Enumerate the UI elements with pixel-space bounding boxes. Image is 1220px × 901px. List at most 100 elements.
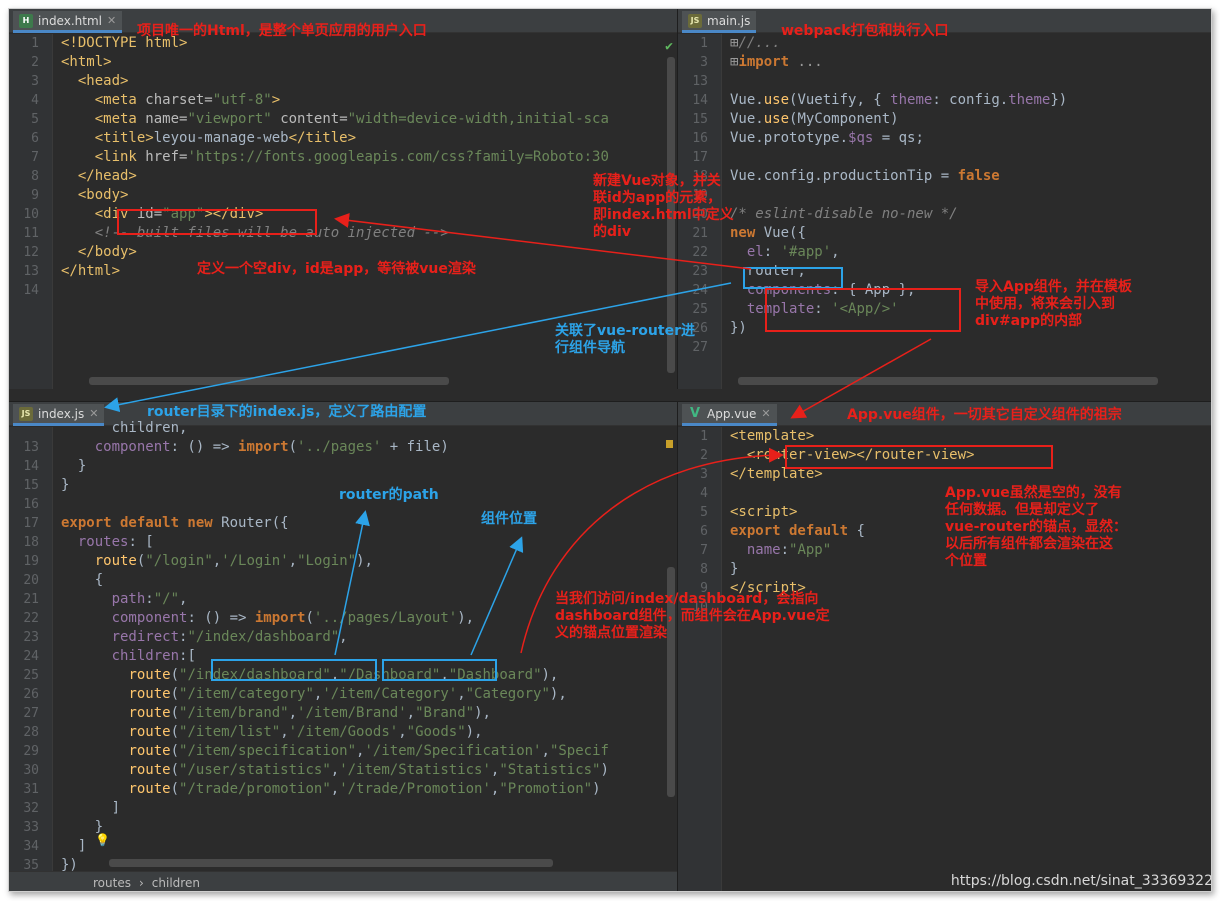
code-line[interactable]: /* eslint-disable no-new */ <box>730 206 958 222</box>
line-number: 6 <box>700 524 708 539</box>
code-line[interactable]: ⊞//... <box>730 35 781 51</box>
line-number: 10 <box>23 207 39 222</box>
code-line[interactable]: <!DOCTYPE html> <box>61 35 188 51</box>
code-line[interactable]: new Vue({ <box>730 225 806 241</box>
code-line[interactable]: el: '#app', <box>746 244 840 260</box>
tab-index-html[interactable]: H index.html ✕ <box>13 11 123 33</box>
code-line[interactable]: </body> <box>77 244 137 260</box>
code-line[interactable]: <link href='https://fonts.googleapis.com… <box>94 149 609 165</box>
code-line[interactable]: { <box>61 572 104 588</box>
code-line[interactable]: <body> <box>77 187 129 203</box>
line-number: 6 <box>31 131 39 146</box>
line-number: 1 <box>700 429 708 444</box>
line-number: 19 <box>692 188 708 203</box>
code-line[interactable]: Vue.config.productionTip = false <box>730 168 1000 184</box>
lightbulb-icon[interactable]: 💡 <box>95 833 110 847</box>
code-line[interactable]: </head> <box>77 168 137 184</box>
code-line[interactable]: } <box>61 477 70 493</box>
breadcrumb-item-children[interactable]: children <box>151 875 200 890</box>
line-number: 9 <box>31 188 39 203</box>
line-number: 25 <box>692 302 708 317</box>
line-number: 35 <box>23 858 39 873</box>
close-icon[interactable]: ✕ <box>106 14 117 27</box>
code-line[interactable]: <meta name="viewport" content="width=dev… <box>94 111 609 127</box>
tab-bar: JS main.js <box>678 9 1211 33</box>
code-line[interactable]: name:"App" <box>746 542 832 558</box>
code-area[interactable]: children, component: () => import('../pa… <box>61 420 677 873</box>
code-line[interactable]: ] <box>61 800 121 816</box>
annotation-router-nav: 关联了vue-router进 行组件导航 <box>555 323 695 356</box>
line-number: 29 <box>23 744 39 759</box>
code-line[interactable]: <meta charset="utf-8"> <box>94 92 281 108</box>
code-line[interactable]: path:"/", <box>111 591 188 607</box>
annotation-router-index: router目录下的index.js，定义了路由配置 <box>147 404 427 420</box>
code-line[interactable]: route("/item/specification",'/item/Speci… <box>128 743 609 759</box>
code-line[interactable]: }) <box>61 857 78 873</box>
line-number: 3 <box>700 55 708 70</box>
annotation-html-entry: 项目唯一的Html，是整个单页应用的用户入口 <box>137 23 427 39</box>
code-line[interactable]: <html> <box>61 54 112 70</box>
code-line[interactable]: ⊞import ... <box>730 54 823 70</box>
annotation-import-app: 导入App组件，并在模板 中使用，将来会引入到 div#app的内部 <box>975 279 1132 329</box>
line-number: 4 <box>700 486 708 501</box>
close-icon[interactable]: ✕ <box>761 407 771 420</box>
line-number: 7 <box>31 150 39 165</box>
annotation-component-position: 组件位置 <box>481 511 537 527</box>
highlight-component <box>382 659 497 681</box>
code-line[interactable]: }) <box>730 320 747 336</box>
code-line[interactable]: <script> <box>730 504 798 520</box>
line-number: 25 <box>23 668 39 683</box>
line-number: 3 <box>700 467 708 482</box>
code-line[interactable]: <title>leyou-manage-web</title> <box>94 130 357 146</box>
code-line[interactable]: redirect:"/index/dashboard", <box>111 629 348 645</box>
code-line[interactable]: </html> <box>61 263 121 279</box>
code-line[interactable]: template: '<App/>' <box>746 301 899 317</box>
line-number: 20 <box>692 207 708 222</box>
code-line[interactable]: components: { App }, <box>746 282 916 298</box>
code-line[interactable]: <head> <box>77 73 129 89</box>
html-file-icon: H <box>19 13 33 28</box>
code-line[interactable]: } <box>730 561 739 577</box>
horizontal-scrollbar[interactable] <box>738 377 1158 385</box>
line-number: 15 <box>692 112 708 127</box>
breadcrumb-item-routes[interactable]: routes <box>93 875 131 890</box>
code-line[interactable]: route("/login",'/Login',"Login"), <box>94 553 373 569</box>
code-line[interactable]: export default new Router({ <box>61 515 289 531</box>
code-line[interactable]: route("/trade/promotion",'/trade/Promoti… <box>128 781 601 797</box>
code-line[interactable]: } <box>61 819 104 835</box>
code-line[interactable]: children:[ <box>111 648 196 664</box>
vertical-scrollbar[interactable] <box>667 57 675 373</box>
breadcrumb: routes › children <box>9 871 677 891</box>
code-line[interactable]: route("/item/brand",'/item/Brand',"Brand… <box>128 705 491 721</box>
tab-index-js[interactable]: JS index.js ✕ <box>13 404 105 426</box>
line-number: 31 <box>23 782 39 797</box>
code-line[interactable]: Vue.use(Vuetify, { theme: config.theme}) <box>730 92 1068 108</box>
vertical-scrollbar[interactable] <box>667 567 675 797</box>
horizontal-scrollbar[interactable] <box>109 859 553 867</box>
code-line[interactable]: route("/user/statistics",'/item/Statisti… <box>128 762 609 778</box>
code-line[interactable]: children, <box>61 420 188 436</box>
highlight-components-template <box>765 288 961 332</box>
code-line[interactable]: component: () => import('../pages/Layout… <box>111 610 475 626</box>
code-line[interactable]: Vue.prototype.$qs = qs; <box>730 130 924 146</box>
code-line[interactable]: Vue.use(MyComponent) <box>730 111 899 127</box>
code-line[interactable]: <template> <box>730 428 815 444</box>
close-icon[interactable]: ✕ <box>89 407 99 420</box>
code-area[interactable]: ⊞//... ⊞import ... Vue.use(Vuetify, { them… <box>730 34 1211 389</box>
line-number: 16 <box>692 131 708 146</box>
code-line[interactable]: route("/item/list",'/item/Goods',"Goods"… <box>128 724 483 740</box>
tab-bar: V App.vue ✕ <box>678 402 1211 426</box>
code-line[interactable]: ] <box>61 838 87 854</box>
code-line[interactable]: routes: [ <box>77 534 154 550</box>
annotation-app-vue-desc: App.vue虽然是空的，没有 任何数据。但是却定义了 vue-router的锚… <box>945 485 1127 569</box>
tab-app-vue[interactable]: V App.vue ✕ <box>682 404 777 426</box>
code-line[interactable]: <router-view></router-view> <box>746 447 975 463</box>
code-line[interactable]: } <box>61 458 87 474</box>
tab-main-js[interactable]: JS main.js <box>682 11 757 33</box>
code-line[interactable]: export default { <box>730 523 865 539</box>
code-line[interactable]: component: () => import('../pages' + fil… <box>94 439 449 455</box>
code-line[interactable]: route("/item/category",'/item/Category',… <box>128 686 567 702</box>
horizontal-scrollbar[interactable] <box>89 377 449 385</box>
code-area[interactable]: <!DOCTYPE html> <html> <head> <meta chars… <box>61 34 677 389</box>
